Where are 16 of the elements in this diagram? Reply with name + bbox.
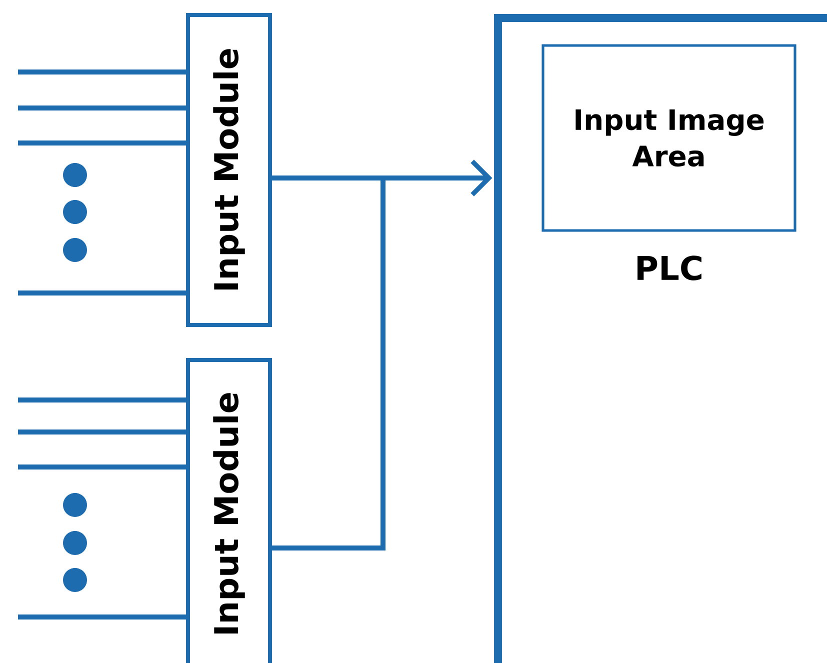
connector-line [272,175,383,181]
arrow [380,160,492,196]
input-line [18,290,186,296]
input-line [18,69,186,74]
memory-area-box: Input Image Area [542,44,796,232]
input-line [18,464,186,470]
module-box: Input Module [186,13,272,327]
input-line [18,105,186,110]
connector-line [272,178,386,550]
input-line [18,397,186,402]
plc-label: PLC [638,256,702,280]
input-line [18,614,186,620]
input-line [18,140,186,146]
plc-box [494,14,827,663]
input-line [18,429,186,434]
module-box: Input Module [186,358,272,663]
